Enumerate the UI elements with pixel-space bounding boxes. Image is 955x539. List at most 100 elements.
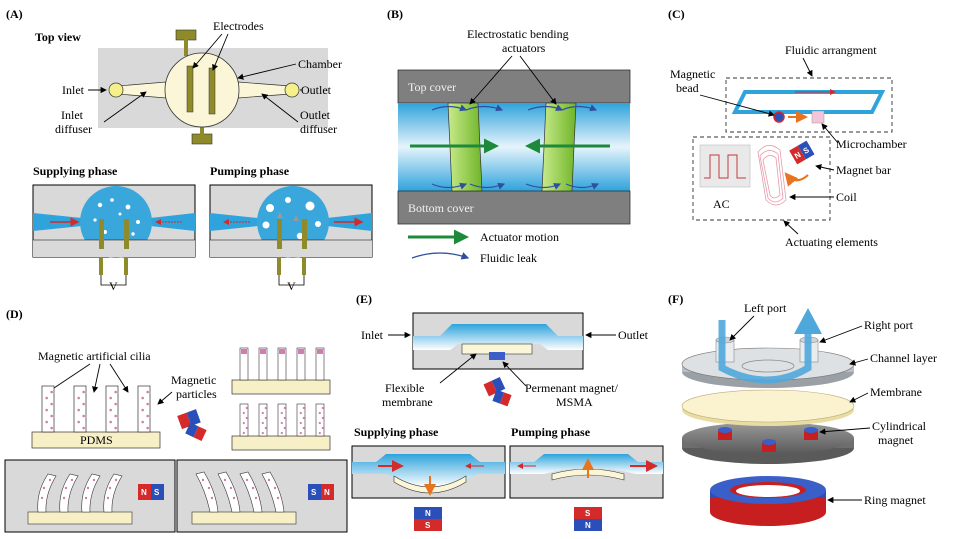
cylindrical-label-2: magnet bbox=[878, 433, 914, 447]
e-magnet-block bbox=[489, 352, 505, 360]
comb-mid-right bbox=[231, 403, 331, 451]
particle-dot bbox=[109, 420, 112, 424]
e-pumping-label: Pumping phase bbox=[511, 425, 591, 439]
inlet-diffuser-label-2: diffuser bbox=[55, 122, 92, 136]
flow-path bbox=[718, 320, 812, 384]
e-outlet-label: Outlet bbox=[618, 328, 649, 342]
e-membrane-arrow bbox=[439, 353, 477, 384]
panel-a: (A) Top view Electrodes Chamber Inlet Ou… bbox=[6, 7, 373, 293]
panel-d-tag: (D) bbox=[6, 307, 23, 321]
panel-d: (D) Magnetic artificial cilia Magnetic p… bbox=[4, 307, 348, 533]
cylindrical-magnets bbox=[718, 427, 818, 452]
actuators-label-1: Electrostatic bending bbox=[467, 27, 569, 41]
particle-dot bbox=[245, 416, 248, 420]
particle-dot bbox=[45, 396, 48, 400]
fluidic-box bbox=[725, 77, 893, 133]
particle-dot bbox=[82, 426, 85, 430]
legend-leak-arrow bbox=[411, 252, 470, 260]
ring-magnet-label: Ring magnet bbox=[864, 493, 926, 507]
particle-dot bbox=[114, 414, 117, 418]
e-supplying-label: Supplying phase bbox=[354, 425, 439, 439]
panel-c-tag: (C) bbox=[668, 7, 685, 21]
particle-dot bbox=[109, 408, 112, 412]
panel-b: (B) Electrostatic bending actuators Top … bbox=[387, 7, 631, 265]
actuating-box bbox=[692, 136, 831, 221]
particle-dot bbox=[264, 406, 267, 410]
particles-arrow bbox=[157, 391, 173, 405]
particle-dot bbox=[283, 406, 286, 410]
electrode-lead-top bbox=[184, 38, 188, 56]
particle-dot bbox=[50, 426, 53, 430]
inlet-diffuser-label-1: Inlet bbox=[61, 108, 84, 122]
e-pump-magnet-n: N bbox=[585, 521, 591, 530]
supplying-phase-label-a: Supplying phase bbox=[33, 164, 118, 178]
e-magnet-label-2: MSMA bbox=[556, 395, 593, 409]
particle-dot bbox=[299, 421, 302, 425]
outlet-label: Outlet bbox=[301, 83, 332, 97]
particle-dot bbox=[114, 402, 117, 406]
particle-dot bbox=[242, 411, 245, 415]
flow-arrowhead bbox=[794, 308, 822, 334]
particle-dot bbox=[283, 416, 286, 420]
panel-f-tag: (F) bbox=[668, 292, 683, 306]
microchamber-shape bbox=[811, 110, 825, 124]
magnetic-bead bbox=[773, 111, 785, 123]
d-right-magnet-n: N bbox=[324, 488, 330, 497]
particle-dot bbox=[77, 420, 80, 424]
d-bend-left: N S bbox=[4, 459, 176, 533]
d-left-magnet-s: S bbox=[154, 488, 160, 497]
e-pump-magnet-s: S bbox=[585, 509, 591, 518]
particle-dot bbox=[45, 408, 48, 412]
d-right-magnet-s: S bbox=[311, 488, 317, 497]
d-magnet-icon-2 bbox=[185, 422, 207, 442]
d-left-magnet-n: N bbox=[141, 488, 147, 497]
e-sup-magnet-s: S bbox=[425, 521, 431, 530]
cilia-arrow-2 bbox=[92, 363, 101, 393]
particle-dot bbox=[321, 416, 324, 420]
particle-dot bbox=[82, 414, 85, 418]
particle-dot bbox=[318, 421, 321, 425]
panel-a-tag: (A) bbox=[6, 7, 23, 21]
particle-dot bbox=[302, 416, 305, 420]
particle-dot bbox=[321, 406, 324, 410]
cilia-label: Magnetic artificial cilia bbox=[38, 349, 151, 363]
outlet-port bbox=[284, 82, 300, 98]
particle-dot bbox=[283, 426, 286, 430]
particle-dot bbox=[261, 431, 264, 435]
microchamber-label: Microchamber bbox=[836, 137, 907, 151]
inlet-diffuser-arrow bbox=[103, 91, 147, 123]
e-supplying-diagram: N S bbox=[351, 445, 506, 531]
particles-label-2: particles bbox=[176, 387, 217, 401]
cilia-arrow-1 bbox=[47, 363, 91, 393]
membrane-arrow bbox=[849, 392, 869, 403]
channel-layer-arrow bbox=[849, 358, 869, 366]
d-magnet-icon-1 bbox=[177, 409, 201, 430]
particle-dot bbox=[264, 426, 267, 430]
particle-dot bbox=[245, 406, 248, 410]
particle-dot bbox=[318, 431, 321, 435]
left-port-label: Left port bbox=[744, 301, 787, 315]
electrodes-arrow-1 bbox=[192, 33, 223, 69]
outlet-diffuser-label-2: diffuser bbox=[300, 122, 337, 136]
particle-dot bbox=[50, 390, 53, 394]
microchamber-arrow bbox=[821, 123, 839, 144]
magnet-bar-c: N S bbox=[789, 140, 815, 165]
panel-a-top-view-label: Top view bbox=[35, 30, 81, 44]
panel-e-tag: (E) bbox=[356, 292, 372, 306]
e-magnet-icon-1 bbox=[483, 376, 506, 397]
legend-leak-label: Fluidic leak bbox=[480, 251, 537, 265]
e-membrane-label-1: Flexible bbox=[385, 381, 424, 395]
particle-dot bbox=[299, 431, 302, 435]
e-magnet-icon-2 bbox=[492, 389, 512, 407]
e-magnet-arrow bbox=[502, 361, 527, 387]
cylindrical-arrow bbox=[819, 427, 871, 435]
particle-dot bbox=[302, 406, 305, 410]
electrode-left bbox=[186, 65, 194, 113]
magnet-bar-s: S bbox=[802, 145, 812, 156]
particle-dot bbox=[141, 396, 144, 400]
panel-b-tag: (B) bbox=[387, 7, 403, 21]
e-sup-magnet-n: N bbox=[425, 509, 431, 518]
particle-dot bbox=[299, 411, 302, 415]
particle-dot bbox=[114, 426, 117, 430]
